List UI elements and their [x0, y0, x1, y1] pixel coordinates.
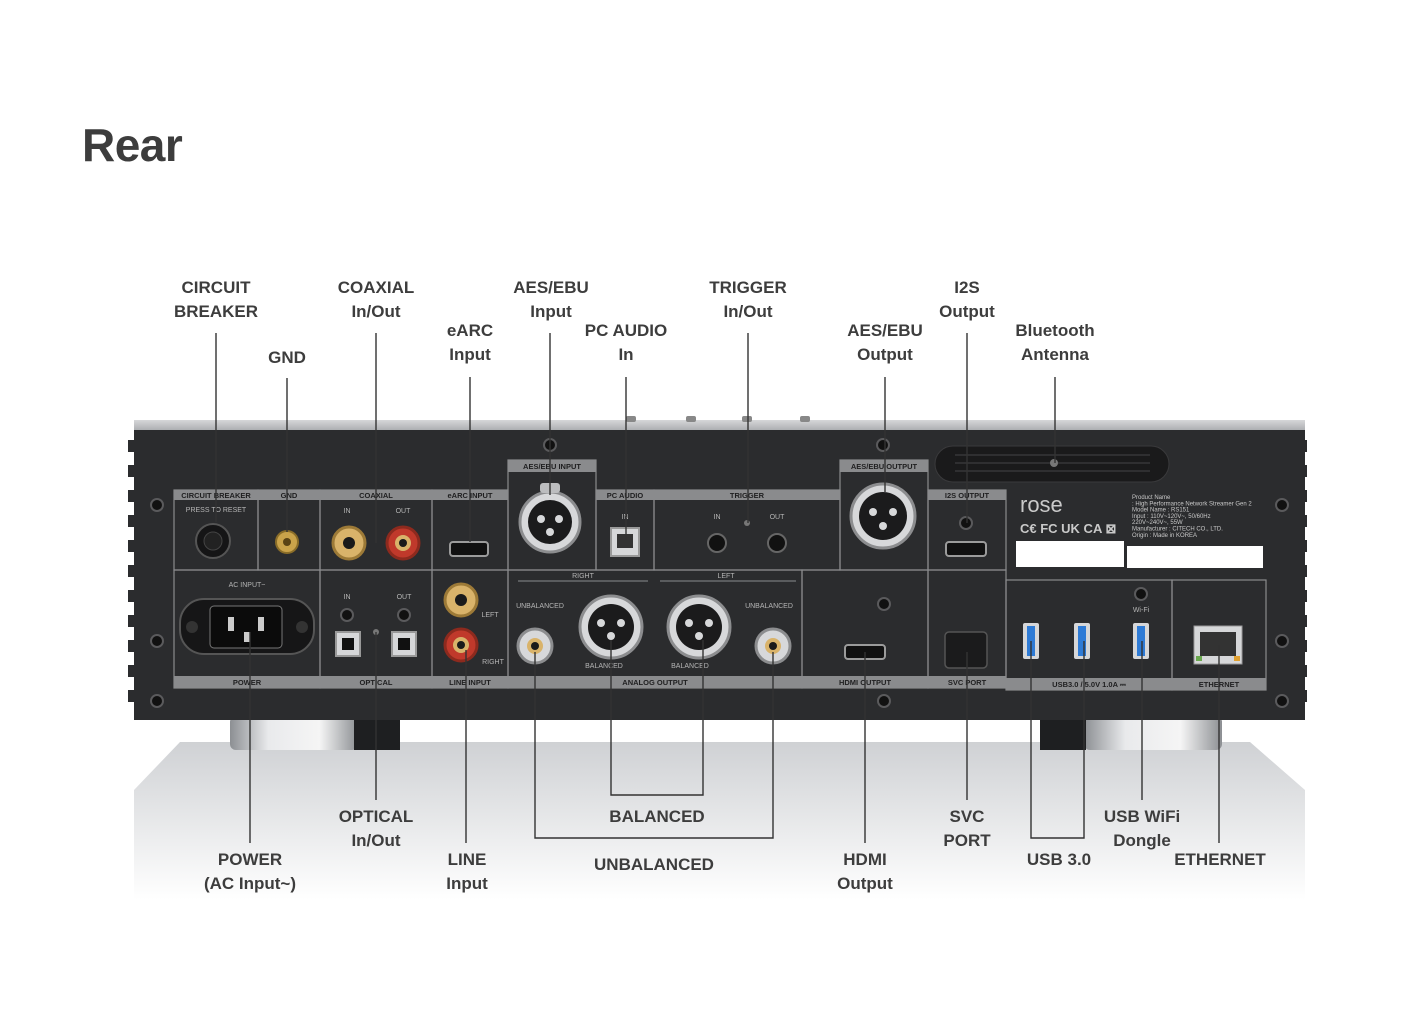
- silk-analog-right: RIGHT: [572, 573, 595, 580]
- callout-power: POWER(AC Input~): [203, 850, 297, 893]
- callout-usb3: USB 3.0: [1026, 850, 1092, 869]
- silk-unbalanced-l: UNBALANCED: [745, 603, 793, 610]
- silk-power: POWER: [233, 678, 262, 687]
- heatsink-fin: [1299, 490, 1307, 502]
- heatsink-fin: [1299, 690, 1307, 702]
- silk-coax-out: OUT: [396, 508, 412, 515]
- serial-label-right: [1127, 546, 1263, 568]
- heatsink-fin: [128, 640, 136, 652]
- spec-line: Model Name : RS151: [1132, 508, 1190, 514]
- heatsink-left: [128, 440, 136, 702]
- heatsink-fin: [1299, 640, 1307, 652]
- certification-marks: C€ FC UK CA ⊠: [1020, 521, 1116, 536]
- heatsink-fin: [1299, 465, 1307, 477]
- silk-opt-in: IN: [344, 594, 351, 601]
- silk-line-right: RIGHT: [482, 659, 505, 666]
- trigger-in-jack[interactable]: [707, 533, 727, 553]
- foot-right: [1084, 716, 1222, 750]
- heatsink-fin: [128, 590, 136, 602]
- heatsink-fin: [128, 665, 136, 677]
- heatsink-fin: [1299, 440, 1307, 452]
- silk-ac-input: AC INPUT~: [229, 582, 266, 589]
- ethernet-port[interactable]: [1193, 625, 1243, 665]
- silk-pc-audio: PC AUDIO: [607, 491, 644, 500]
- silk-trigger: TRIGGER: [730, 491, 765, 500]
- heatsink-fin: [1299, 590, 1307, 602]
- silk-balanced-r: BALANCED: [585, 663, 623, 670]
- heatsink-fin: [1299, 540, 1307, 552]
- serial-label-left: [1016, 541, 1124, 567]
- callout-unbalanced: UNBALANCED: [594, 855, 714, 874]
- svc-port[interactable]: [944, 631, 988, 669]
- heatsink-fin: [1299, 565, 1307, 577]
- spec-line: Manufacturer : CITECH CO., LTD.: [1132, 527, 1223, 533]
- i2s-hdmi-port[interactable]: [945, 541, 987, 557]
- spec-line: : High Performance Network Streamer Gen …: [1132, 501, 1252, 507]
- spec-line: 220V~240V~, 55W: [1132, 520, 1183, 526]
- spec-line: Product Name: [1132, 495, 1171, 501]
- callout-balanced: BALANCED: [609, 807, 705, 826]
- silk-usb-rating: USB3.0 / 5.0V 1.0A ⎓: [1052, 680, 1127, 689]
- heatsink-fin: [128, 615, 136, 627]
- heatsink-fin: [128, 440, 136, 452]
- usb-wifi-port[interactable]: [1133, 623, 1149, 659]
- silk-line-left: LEFT: [481, 612, 499, 619]
- silk-gnd: GND: [281, 491, 298, 500]
- heatsink-fin: [1299, 615, 1307, 627]
- brand-logo: rose: [1020, 492, 1063, 517]
- silk-pc-in: IN: [622, 514, 629, 521]
- silk-aes-ebu-input: AES/EBU INPUT: [523, 462, 581, 471]
- heatsink-right: [1299, 440, 1307, 702]
- page-title: Rear: [82, 119, 183, 171]
- heatsink-fin: [128, 565, 136, 577]
- spec-label: Product Name: High Performance Network S…: [1132, 495, 1252, 539]
- callout-ethernet: ETHERNET: [1174, 850, 1266, 869]
- silk-wifi: Wi-Fi: [1133, 607, 1150, 614]
- foot-left: [230, 716, 358, 750]
- silk-balanced-l: BALANCED: [671, 663, 709, 670]
- silk-trigger-out: OUT: [770, 514, 786, 521]
- spec-line: Input : 110V~120V~, 50/60Hz: [1132, 514, 1211, 520]
- earc-hdmi-port[interactable]: [449, 541, 489, 557]
- silk-unbalanced-r: UNBALANCED: [516, 603, 564, 610]
- base-plate: [134, 742, 1305, 900]
- heatsink-fin: [128, 690, 136, 702]
- silk-line-input: LINE INPUT: [449, 678, 491, 687]
- heatsink-fin: [128, 540, 136, 552]
- leader-lines: [215, 333, 1220, 843]
- silk-opt-out: OUT: [397, 594, 413, 601]
- heatsink-fin: [128, 490, 136, 502]
- silk-analog-left: LEFT: [717, 573, 735, 580]
- silk-trigger-in: IN: [714, 514, 721, 521]
- silk-analog-output: ANALOG OUTPUT: [622, 678, 688, 687]
- heatsink-fin: [128, 515, 136, 527]
- heatsink-fin: [128, 465, 136, 477]
- silk-coax-in: IN: [344, 508, 351, 515]
- silk-aes-ebu-output: AES/EBU OUTPUT: [851, 462, 918, 471]
- trigger-out-jack[interactable]: [767, 533, 787, 553]
- spec-line: Origin : Made in KOREA: [1132, 533, 1197, 539]
- heatsink-fin: [1299, 665, 1307, 677]
- usb3-port-2[interactable]: [1074, 623, 1090, 659]
- heatsink-fin: [1299, 515, 1307, 527]
- callout-gnd: GND: [268, 348, 306, 367]
